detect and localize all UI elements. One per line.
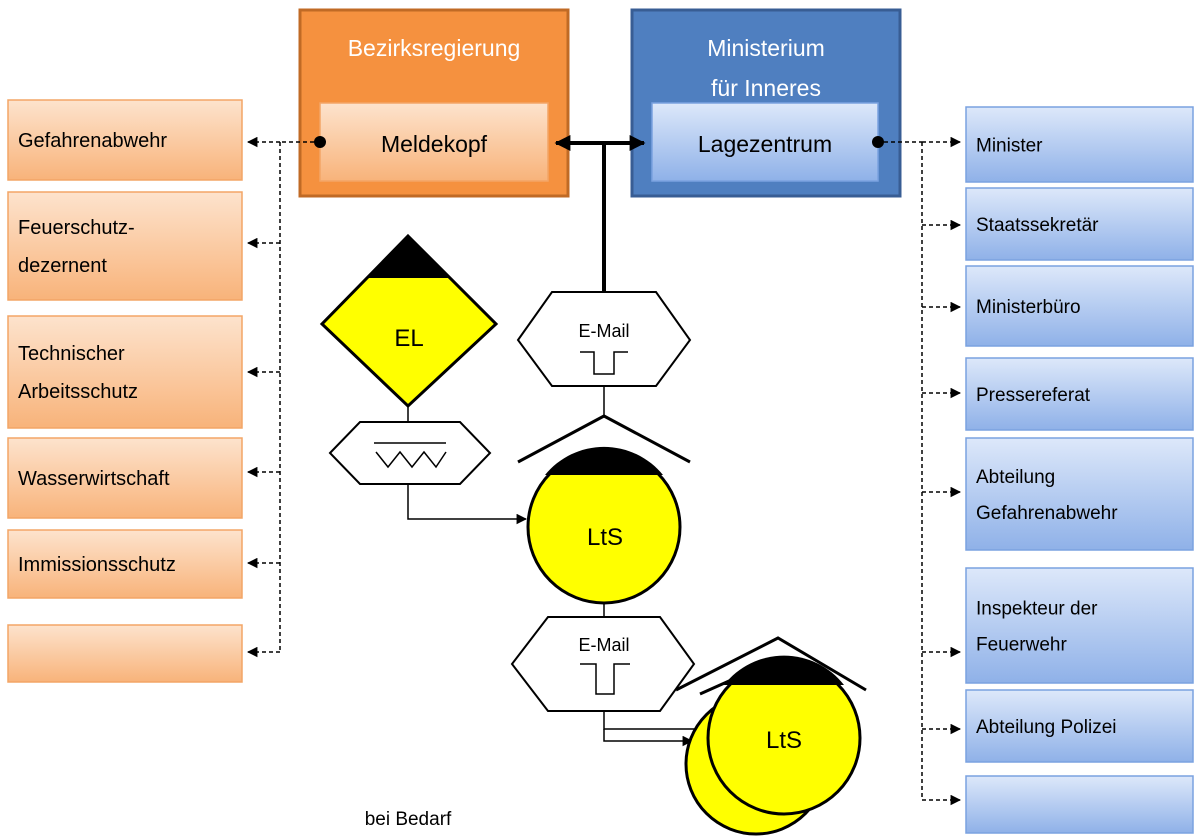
right-dept-label-4-1: Gefahrenabwehr (976, 503, 1118, 524)
email-label-1: E-Mail (578, 321, 629, 341)
radio-link-symbol (328, 421, 492, 485)
right-dept-label-2-0: Ministerbüro (976, 297, 1081, 318)
right-dept-label-3-0: Pressereferat (976, 385, 1091, 406)
link-el-lts (407, 484, 528, 525)
right-arrows (922, 136, 962, 806)
dept-box-wasserwirtschaft (7, 437, 243, 519)
dept-box-ministerbuero (965, 265, 1194, 347)
right-dashed-lines (884, 141, 923, 800)
meldekopf-label: Meldekopf (381, 131, 488, 157)
dept-box-gefahrenabwehr (7, 99, 243, 181)
email-label-2: E-Mail (578, 635, 629, 655)
footer-note: bei Bedarf (365, 809, 452, 830)
lagezentrum-label: Lagezentrum (698, 131, 832, 157)
right-dept-label-1-0: Staatssekretär (976, 215, 1099, 236)
right-boxes (965, 106, 1194, 834)
left-dept-label-1-0: Feuerschutz- (18, 217, 135, 239)
left-dept-label-3-0: Wasserwirtschaft (18, 468, 170, 490)
meldekopf-dot (314, 136, 326, 148)
lts-symbol-1: LtS (526, 446, 682, 605)
el-symbol: EL (319, 233, 499, 409)
dept-box-pressereferat (965, 357, 1194, 431)
left-boxes (7, 99, 243, 683)
lts-label-1: LtS (587, 524, 623, 551)
left-dept-label-0-0: Gefahrenabwehr (18, 130, 167, 152)
left-dept-label-2-1: Arbeitsschutz (18, 381, 138, 403)
lts-label-2: LtS (766, 727, 802, 754)
dept-box-empty-right (965, 775, 1194, 834)
email-symbol-1: E-Mail (516, 291, 692, 387)
lagezentrum-dot (872, 136, 884, 148)
left-dept-label-2-0: Technischer (18, 343, 125, 365)
dept-box-arbeitsschutz (7, 315, 243, 429)
ministerium-title-line2: für Inneres (711, 75, 821, 101)
right-labels: MinisterStaatssekretärMinisterbüroPresse… (976, 135, 1118, 738)
dept-box-feuerschutz (7, 191, 243, 301)
lts-symbol-2: LtS (675, 636, 867, 836)
right-dept-label-6-0: Abteilung Polizei (976, 717, 1116, 738)
dept-box-minister (965, 106, 1194, 183)
el-label: EL (394, 325, 423, 352)
left-dept-label-1-1: dezernent (18, 255, 107, 277)
meldekopf-box: Meldekopf (319, 102, 549, 182)
dept-box-empty-left (7, 624, 243, 683)
dept-box-abt-polizei (965, 689, 1194, 763)
right-dept-label-4-0: Abteilung (976, 467, 1055, 488)
right-dept-label-5-1: Feuerwehr (976, 634, 1067, 655)
dept-box-staatssekretaer (965, 187, 1194, 261)
dept-box-abt-gefahrenabwehr (965, 437, 1194, 551)
left-dept-label-4-0: Immissionsschutz (18, 554, 176, 576)
lagezentrum-box: Lagezentrum (651, 102, 879, 182)
link-email-lts2 (603, 711, 714, 747)
bezirksregierung-title: Bezirksregierung (348, 35, 521, 61)
left-dashed-lines (279, 141, 314, 652)
left-arrows (246, 136, 280, 658)
right-dept-label-0-0: Minister (976, 135, 1043, 156)
ministerium-title-line1: Ministerium (707, 35, 825, 61)
left-labels: GefahrenabwehrFeuerschutz-dezernentTechn… (18, 130, 176, 576)
dept-box-immissionsschutz (7, 529, 243, 599)
right-dept-label-5-0: Inspekteur der (976, 598, 1098, 619)
email-symbol-2: E-Mail (510, 616, 696, 712)
dept-box-inspekteur (965, 567, 1194, 684)
